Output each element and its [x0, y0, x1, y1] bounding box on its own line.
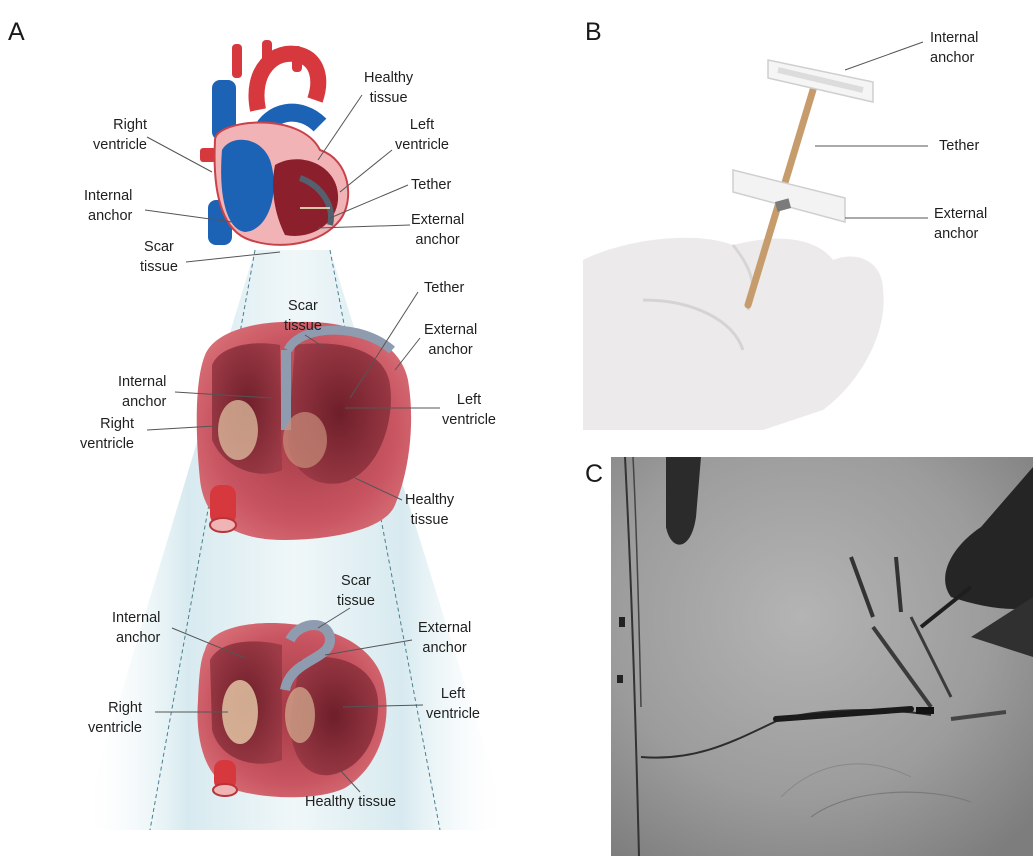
label-tether-mid: Tether — [424, 278, 464, 298]
panel-c-fluoroscopy — [611, 457, 1033, 856]
panel-letter-c: C — [585, 460, 603, 489]
label-tether-top: Tether — [411, 175, 451, 195]
label-tether-b: Tether — [939, 136, 979, 156]
mid-slice-illustration — [197, 322, 411, 540]
label-healthy-tissue-bottom: Healthy tissue — [305, 792, 396, 812]
fluoroscopy-image — [611, 457, 1033, 856]
heart-illustration — [200, 40, 348, 245]
